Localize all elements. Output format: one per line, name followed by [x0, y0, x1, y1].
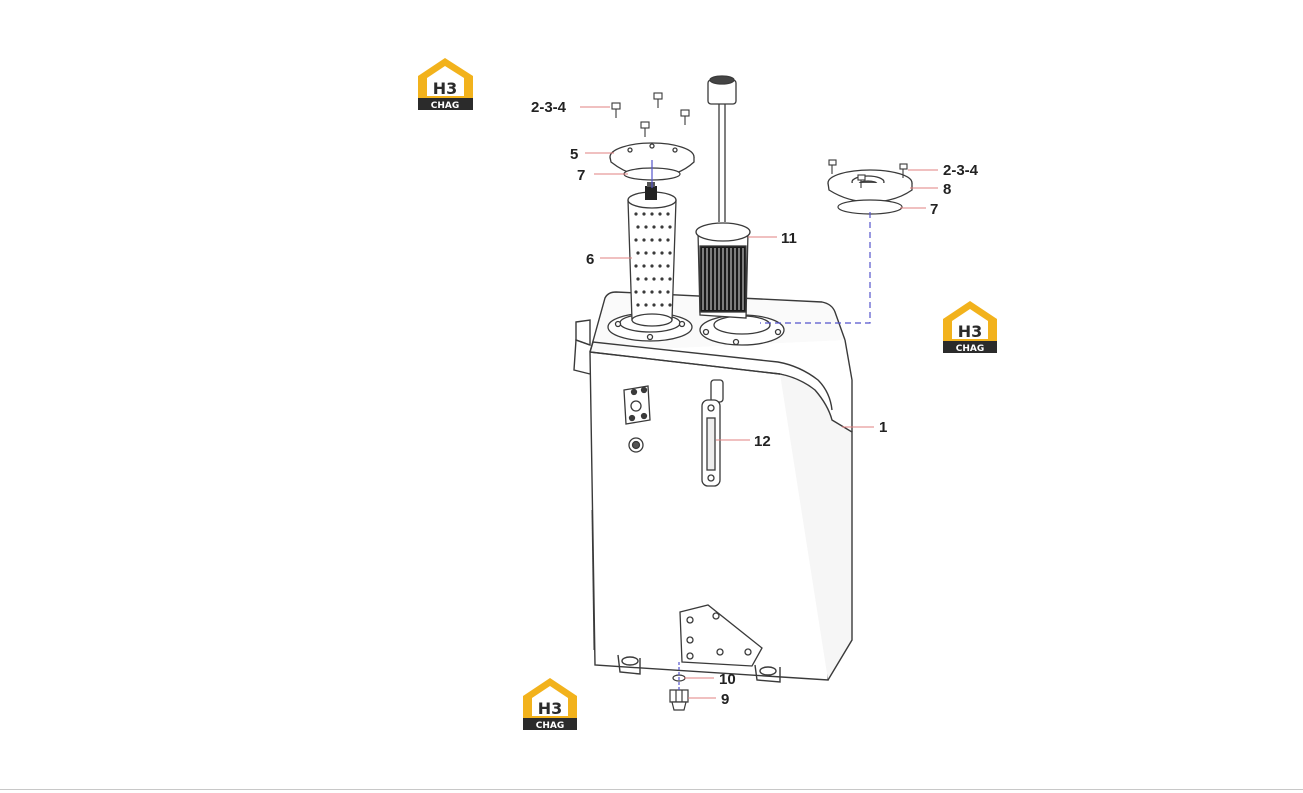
filter-perforation	[666, 290, 670, 294]
filter-perforation	[650, 264, 654, 268]
logo-mark: H3	[958, 322, 983, 341]
filter-perforation	[650, 212, 654, 216]
callout-bolt-set-left: 2-3-4	[531, 99, 567, 116]
logo-mark: H3	[433, 79, 458, 98]
filter-perforation	[642, 212, 646, 216]
filter-perforation	[634, 212, 638, 216]
suction-rod	[707, 75, 737, 222]
filter-perforation	[666, 238, 670, 242]
filter-perforation	[644, 277, 648, 281]
callout-bolt-set-right: 2-3-4	[943, 162, 979, 179]
callout-washer: 10	[719, 671, 736, 688]
filter-perforation	[642, 264, 646, 268]
filter-perforation	[652, 225, 656, 229]
logo-brand: CHAG	[536, 721, 565, 731]
filter-perforation	[658, 264, 662, 268]
filter-perforation	[642, 238, 646, 242]
callout-level-gauge: 12	[754, 433, 771, 450]
assembly-lines	[651, 160, 871, 692]
filter-perforation	[634, 264, 638, 268]
callout-drain-plug: 9	[721, 691, 729, 708]
filter-perforation	[660, 251, 664, 255]
filter-perforation	[652, 251, 656, 255]
filter-perforation	[666, 264, 670, 268]
callout-gasket-left: 7	[577, 167, 585, 184]
filter-perforation	[636, 225, 640, 229]
drain-plate	[679, 604, 763, 667]
filter-perforation	[668, 303, 672, 307]
filter-perforation	[660, 303, 664, 307]
logo-brand: CHAG	[956, 344, 985, 354]
filter-perforation	[636, 277, 640, 281]
brand-logo-bottom: H3 CHAG	[523, 678, 577, 731]
filter-perforation	[652, 277, 656, 281]
filter-plug	[645, 182, 657, 200]
filter-perforations	[634, 212, 672, 307]
logo-brand: CHAG	[431, 101, 460, 111]
bolts-left	[611, 92, 690, 137]
callout-tank-body: 1	[879, 419, 887, 436]
port-plug	[628, 437, 644, 453]
filter-perforation	[642, 290, 646, 294]
filter-perforation	[660, 225, 664, 229]
filter-perforation	[644, 303, 648, 307]
filter-perforation	[634, 290, 638, 294]
callout-suction-filter: 11	[781, 230, 797, 247]
brand-logo-top-left: H3 CHAG	[418, 58, 473, 111]
logo-mark: H3	[538, 699, 563, 718]
cover-plate-right	[827, 169, 913, 203]
filter-perforation	[650, 290, 654, 294]
bottom-divider	[0, 789, 1303, 790]
filter-perforation	[660, 277, 664, 281]
suction-filter-flange	[699, 314, 785, 346]
filter-perforation	[636, 303, 640, 307]
leader-lines	[580, 106, 938, 699]
filter-perforation	[650, 238, 654, 242]
callout-cover-plate: 5	[570, 146, 578, 163]
filter-perforation	[634, 238, 638, 242]
callout-gasket-right: 7	[930, 201, 938, 218]
filter-pleats	[702, 248, 744, 310]
filter-perforation	[658, 212, 662, 216]
filter-perforation	[668, 225, 672, 229]
level-gauge	[701, 379, 724, 487]
filter-perforation	[666, 212, 670, 216]
drain-plug	[669, 689, 689, 711]
filter-perforation	[658, 238, 662, 242]
filter-perforation	[658, 290, 662, 294]
filter-perforation	[652, 303, 656, 307]
breather-block	[623, 385, 651, 425]
filter-perforation	[668, 251, 672, 255]
filter-perforation	[644, 225, 648, 229]
bolts-right	[828, 159, 908, 188]
filter-perforation	[668, 277, 672, 281]
filter-perforation	[644, 251, 648, 255]
callout-return-filter: 6	[586, 251, 594, 268]
brand-logo-right: H3 CHAG	[943, 301, 997, 354]
filter-perforation	[636, 251, 640, 255]
gasket-right	[837, 199, 903, 215]
callout-cover-right: 8	[943, 181, 951, 198]
